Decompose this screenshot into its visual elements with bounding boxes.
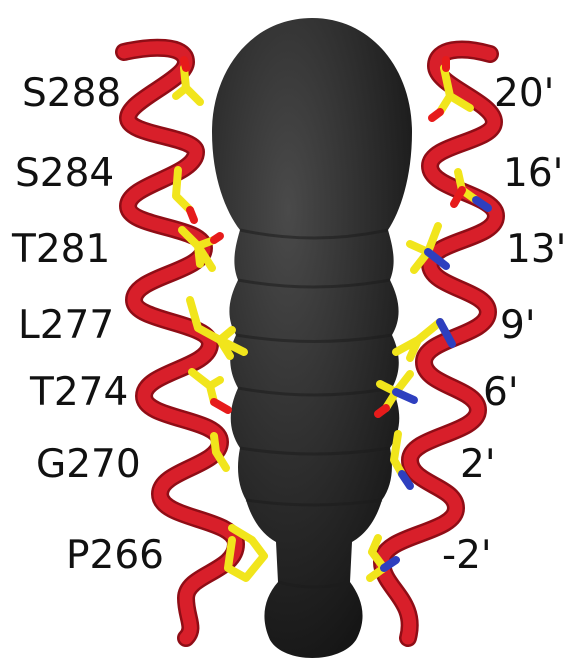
residue-label-left: S284 bbox=[15, 154, 114, 193]
position-label-right: -2' bbox=[442, 536, 492, 575]
residue-label-left: T274 bbox=[30, 373, 128, 412]
position-label-right: 16' bbox=[503, 154, 563, 193]
left-side-chain-t274 bbox=[192, 372, 228, 410]
residue-label-left: T281 bbox=[12, 230, 110, 269]
position-label-right: 9' bbox=[500, 306, 536, 345]
residue-label-left: S288 bbox=[22, 74, 121, 113]
position-label-right: 13' bbox=[506, 230, 563, 269]
residue-label-left: P266 bbox=[66, 536, 164, 575]
position-label-right: 2' bbox=[460, 445, 496, 484]
position-label-right: 6' bbox=[483, 373, 519, 412]
position-label-right: 20' bbox=[494, 74, 554, 113]
residue-label-left: L277 bbox=[18, 306, 114, 345]
residue-label-left: G270 bbox=[36, 445, 141, 484]
